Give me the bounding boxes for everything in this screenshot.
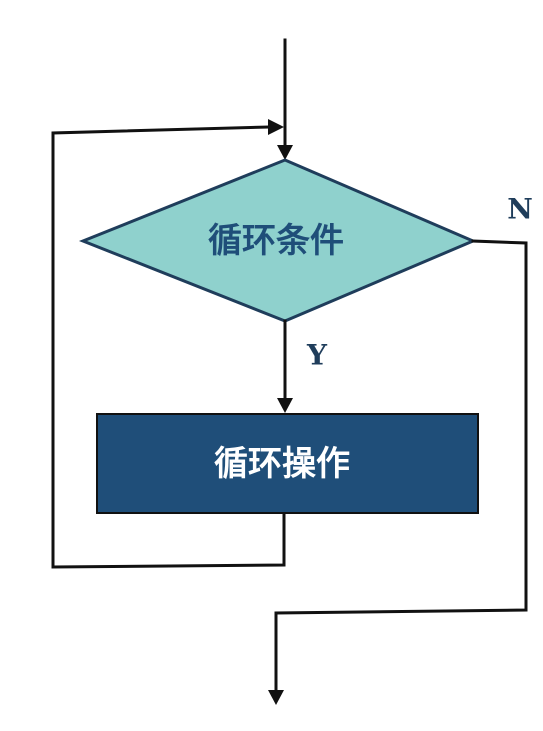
action-label: 循环操作: [214, 444, 350, 484]
loop-back-arrowhead: [268, 119, 284, 135]
condition-label: 循环条件: [208, 221, 344, 261]
yes-arrowhead: [277, 398, 293, 413]
loop-back-connector: [51, 125, 286, 569]
entry-arrowhead: [277, 145, 293, 160]
no-connector: [274, 239, 528, 692]
branch-label-yes: Y: [306, 339, 328, 372]
exit-arrowhead: [268, 690, 284, 705]
action-box: [96, 413, 479, 514]
branch-label-no: N: [507, 193, 533, 226]
